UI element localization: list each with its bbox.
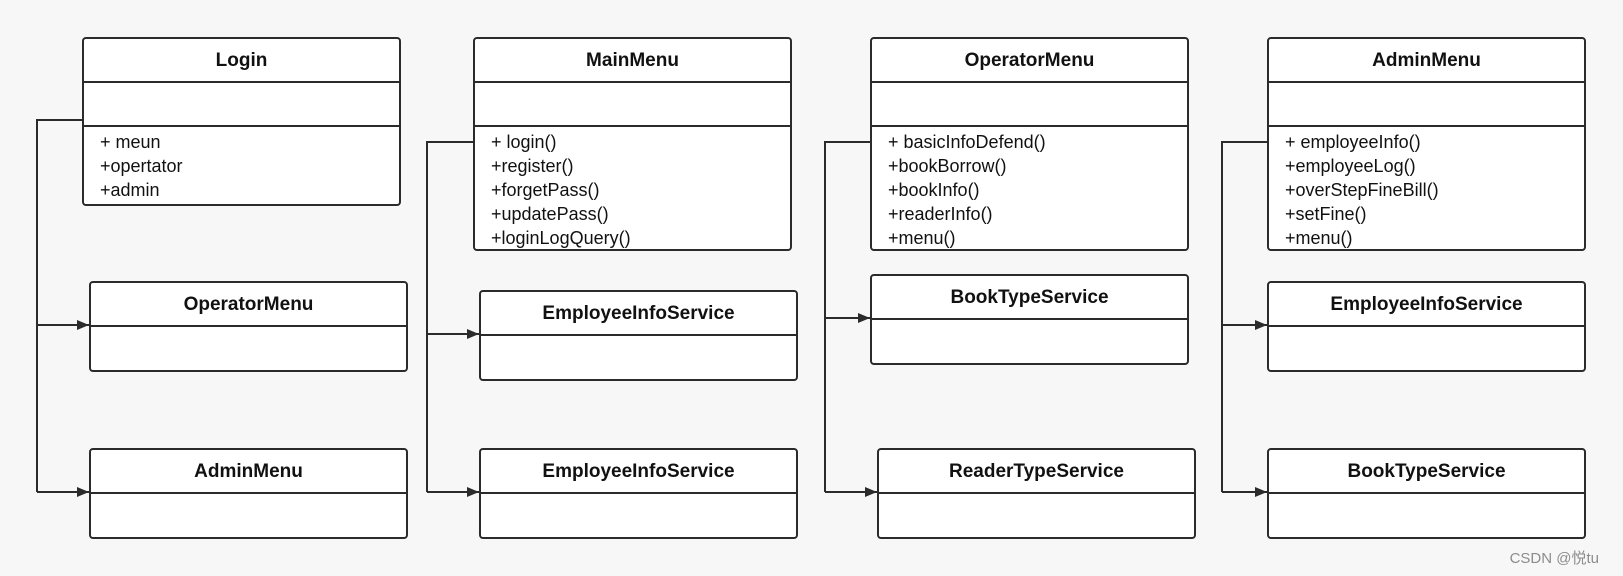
class-attributes [84,83,399,127]
login-connectors [36,119,89,497]
watermark: CSDN @悦tu [1509,550,1599,567]
connector-trunk [1221,141,1267,492]
operation-item: +employeeLog() [1285,156,1416,176]
class-attributes [1269,83,1584,127]
operation-item: +opertator [100,156,183,176]
class-attributes [872,83,1187,127]
class-title: OperatorMenu [91,283,406,327]
class-box-main-menu: MainMenu + login() +register() +forgetPa… [473,37,792,251]
class-title: OperatorMenu [872,39,1187,83]
class-box-admin-menu: AdminMenu [89,448,408,539]
class-attributes [475,83,790,127]
connector-trunk [36,119,82,492]
class-operations: + meun +opertator +admin [84,127,399,202]
operation-item: +register() [491,156,574,176]
class-operations: + basicInfoDefend() +bookBorrow() +bookI… [872,127,1187,249]
operation-item: +loginLogQuery() [491,228,631,248]
class-title: EmployeeInfoService [1269,283,1584,327]
operation-item: +updatePass() [491,204,609,224]
mainmenu-connectors [426,141,479,497]
operation-item: +forgetPass() [491,180,600,200]
operation-item: +bookBorrow() [888,156,1007,176]
class-operations: + employeeInfo() +employeeLog() +overSte… [1269,127,1584,249]
operation-item: +menu() [1285,228,1353,248]
class-operations: + login() +register() +forgetPass() +upd… [475,127,790,249]
operation-item: + employeeInfo() [1285,132,1421,152]
operation-item: +admin [100,180,160,200]
operation-item: + basicInfoDefend() [888,132,1046,152]
operation-item: +menu() [888,228,956,248]
class-box-book-type-service: BookTypeService [1267,448,1586,539]
class-box-reader-type-service: ReaderTypeService [877,448,1196,539]
operation-item: + meun [100,132,161,152]
class-box-employee-info-service: EmployeeInfoService [479,290,798,381]
operation-item: + login() [491,132,557,152]
class-title: AdminMenu [1269,39,1584,83]
class-box-operator-menu: OperatorMenu [89,281,408,372]
class-box-login: Login + meun +opertator +admin [82,37,401,206]
connector-trunk [426,141,473,492]
operation-item: +readerInfo() [888,204,993,224]
class-title: EmployeeInfoService [481,292,796,336]
class-title: MainMenu [475,39,790,83]
connector-trunk [824,141,870,492]
class-title: Login [84,39,399,83]
class-box-admin-menu: AdminMenu + employeeInfo() +employeeLog(… [1267,37,1586,251]
class-box-book-type-service: BookTypeService [870,274,1189,365]
operation-item: +overStepFineBill() [1285,180,1439,200]
class-title: BookTypeService [872,276,1187,320]
operatormenu-connectors [824,141,877,497]
operation-item: +setFine() [1285,204,1367,224]
class-title: EmployeeInfoService [481,450,796,494]
adminmenu-connectors [1221,141,1267,497]
class-box-employee-info-service: EmployeeInfoService [1267,281,1586,372]
class-title: BookTypeService [1269,450,1584,494]
class-title: AdminMenu [91,450,406,494]
class-title: ReaderTypeService [879,450,1194,494]
class-box-operator-menu: OperatorMenu + basicInfoDefend() +bookBo… [870,37,1189,251]
class-box-employee-info-service: EmployeeInfoService [479,448,798,539]
operation-item: +bookInfo() [888,180,980,200]
